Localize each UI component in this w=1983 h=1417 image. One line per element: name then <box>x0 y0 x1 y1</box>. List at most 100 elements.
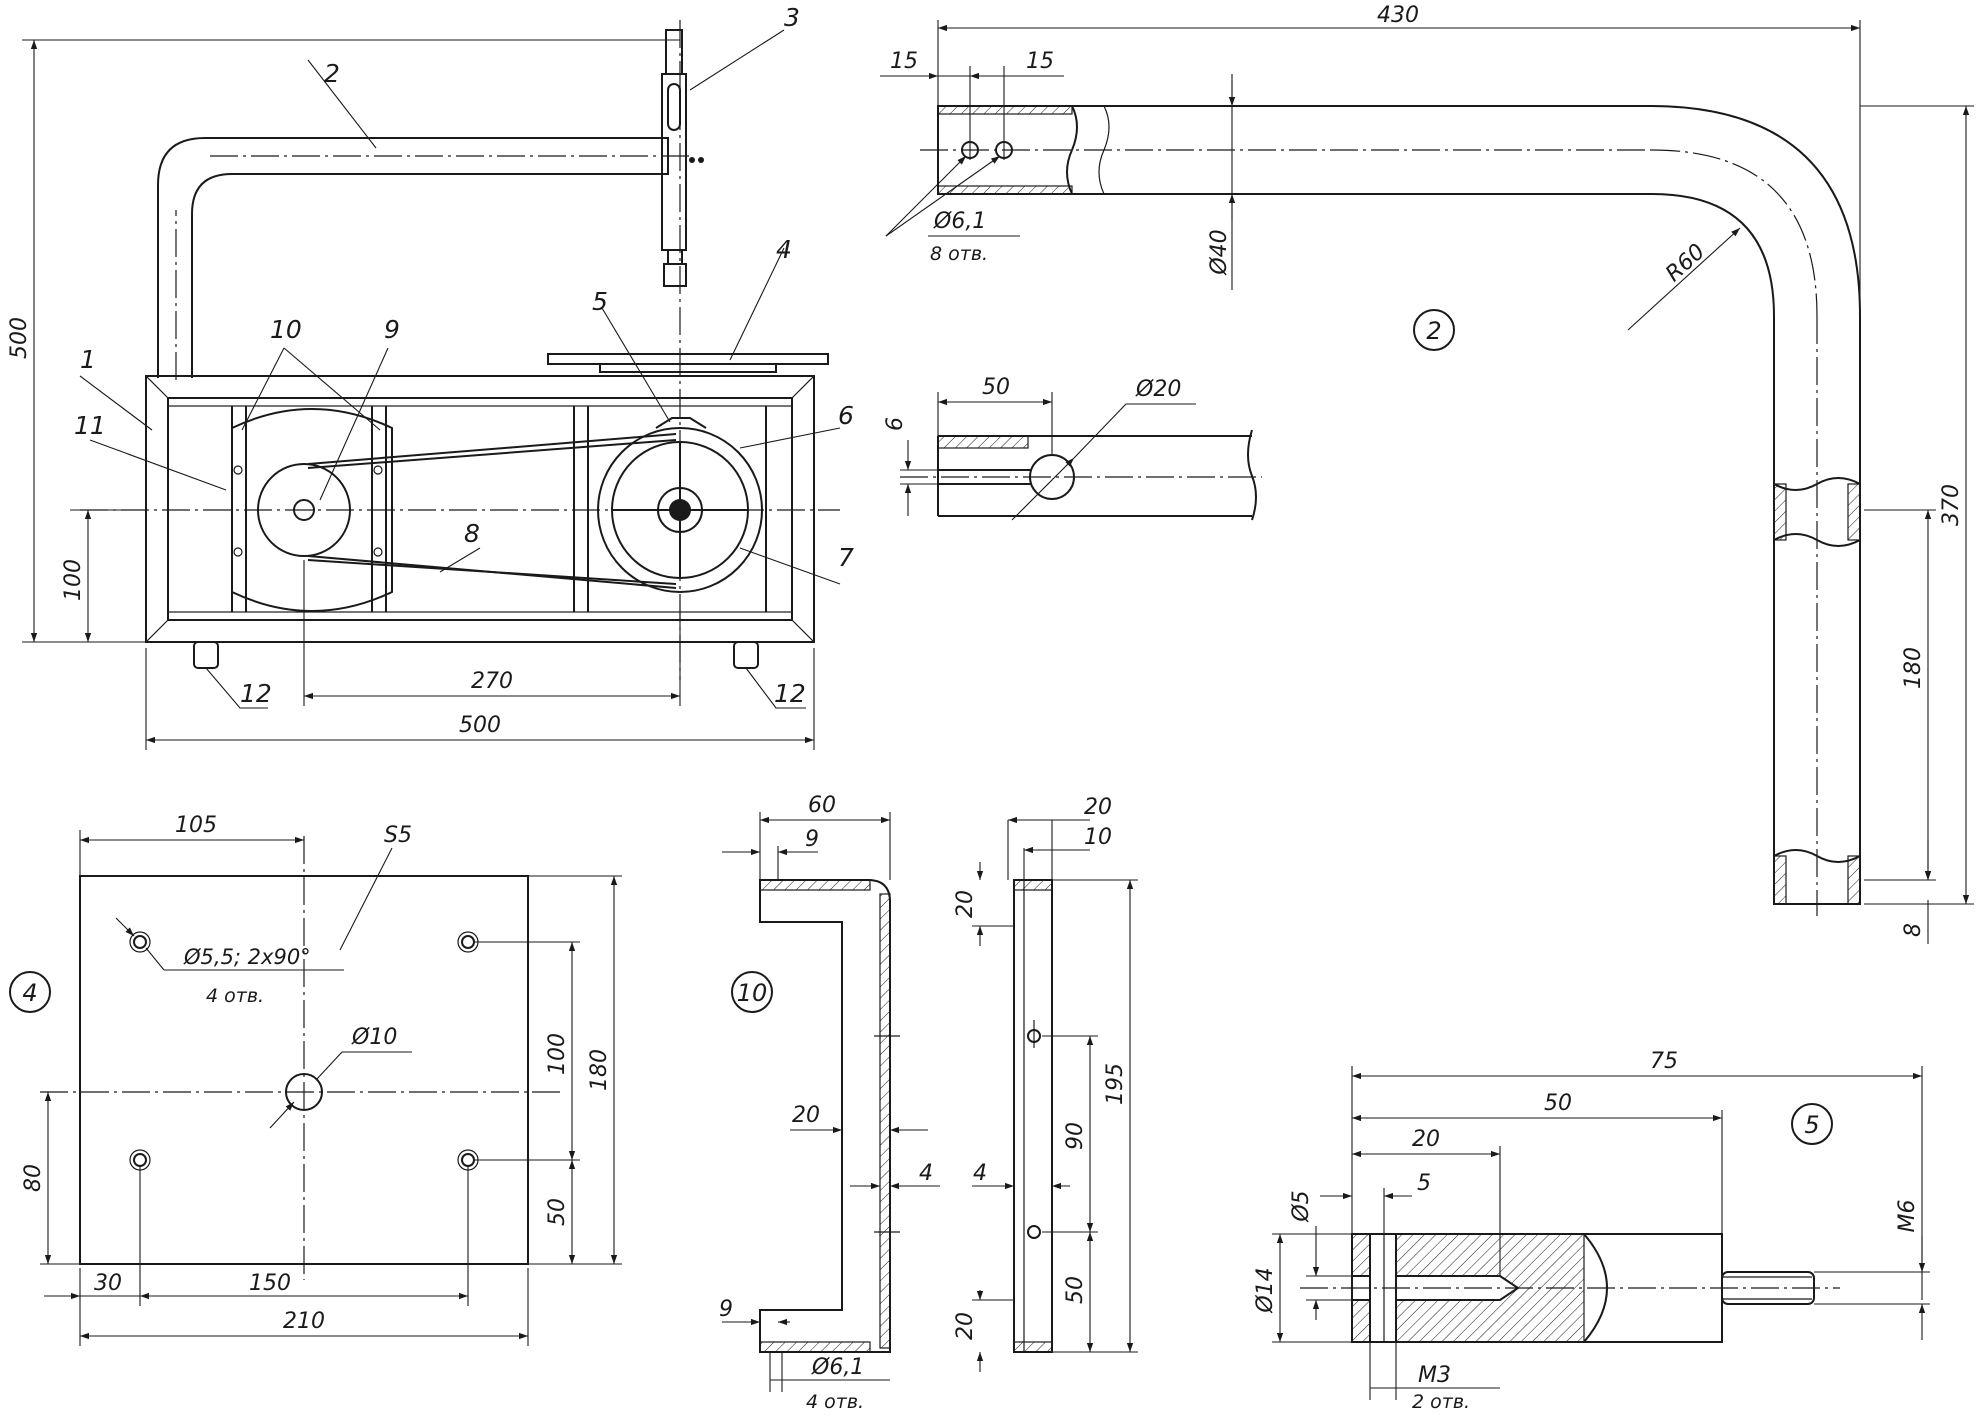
table-plate <box>547 353 829 365</box>
dim-pin-20: 20 <box>1412 1127 1440 1152</box>
dim-assembly-lower: 100 <box>61 559 86 601</box>
part-10-badge-label: 10 <box>737 979 768 1007</box>
holder-bolt <box>698 157 704 163</box>
part-4-view: 4 S5 105 Ø5,5; 2х90° 4 отв. Ø10 100 50 1… <box>9 813 622 1346</box>
bracket-front-strip <box>1013 879 1053 1353</box>
dim-plate-hole-count: 4 отв. <box>206 985 264 1007</box>
dim-pin-diameter: Ø14 <box>1253 1267 1278 1313</box>
tube-outline <box>937 105 1861 905</box>
dim-end-hole-count: 8 отв. <box>930 243 988 265</box>
dim-shaft-span: 270 <box>471 669 513 694</box>
arm-tube-outer <box>157 137 669 378</box>
dim-pin-bore: Ø5 <box>1289 1190 1314 1222</box>
dim-bracket-9: 9 <box>805 827 819 852</box>
callout-4: 4 <box>776 235 792 264</box>
dim-bracket-20: 20 <box>792 1103 820 1128</box>
dim-strip-50: 50 <box>1063 1276 1088 1304</box>
dim-end-b: 15 <box>1026 49 1054 74</box>
dim-slot-hole: Ø20 <box>1135 377 1181 402</box>
dim-pin-m3-count: 2 отв. <box>1412 1391 1470 1412</box>
dim-pin-50: 50 <box>1544 1091 1572 1116</box>
dim-strip-4: 4 <box>973 1161 987 1186</box>
callout-12-right: 12 <box>774 679 806 708</box>
plate-mount-hole <box>133 935 147 949</box>
holder-bolt <box>689 157 695 163</box>
dim-bracket-hole: Ø6,1 <box>811 1355 864 1380</box>
dim-plate-150: 150 <box>249 1271 291 1296</box>
callout-6: 6 <box>838 401 854 430</box>
dim-plate-180: 180 <box>587 1049 612 1091</box>
dim-pin-thread: M6 <box>1895 1200 1920 1233</box>
dim-tube-height: 370 <box>1939 484 1964 526</box>
motor-body <box>231 408 393 612</box>
dim-bracket-4: 4 <box>919 1161 933 1186</box>
dim-pin-75: 75 <box>1650 1049 1678 1074</box>
dim-tube-diameter: Ø40 <box>1207 229 1232 275</box>
part-2-badge-label: 2 <box>1426 317 1441 345</box>
dim-tube-bottom: 8 <box>1901 923 1926 937</box>
dim-plate-hole: Ø5,5; 2х90° <box>183 945 311 969</box>
dim-plate-80: 80 <box>21 1164 46 1192</box>
callout-2: 2 <box>324 59 340 88</box>
part-10-view: 10 60 9 20 4 9 Ø6,1 4 отв. <box>719 793 1138 1413</box>
dim-plate-half: 105 <box>175 813 217 838</box>
slot-cut <box>938 469 1036 485</box>
dim-strip-20b: 20 <box>953 1312 978 1340</box>
callout-1: 1 <box>80 345 96 374</box>
bracket-hole <box>1027 1225 1041 1239</box>
dim-strip-195: 195 <box>1103 1063 1128 1105</box>
crank-guide <box>655 417 707 429</box>
dim-end-hole: Ø6,1 <box>933 209 986 234</box>
foot-left <box>193 641 219 669</box>
belt-top <box>307 433 677 465</box>
holder-clamp <box>663 263 687 287</box>
dim-plate-210: 210 <box>283 1309 325 1334</box>
dim-bracket-hole-count: 4 отв. <box>806 1391 864 1412</box>
dim-strip-10: 10 <box>1084 825 1112 850</box>
break-line <box>1066 105 1078 195</box>
dim-plate-50: 50 <box>545 1198 570 1226</box>
dim-end-a: 15 <box>890 49 918 74</box>
table-support <box>599 364 777 373</box>
dim-plate-100: 100 <box>545 1033 570 1075</box>
part-5-view: 5 75 50 20 5 Ø5 Ø14 M6 M3 2 отв. <box>1253 1049 1930 1413</box>
dim-plate-thickness: S5 <box>384 823 412 848</box>
holder-body <box>661 73 687 251</box>
assembly-view: 2 3 4 5 1 10 9 11 6 7 8 12 12 500 100 27… <box>7 3 854 750</box>
callout-12-left: 12 <box>240 679 272 708</box>
part-5-badge-label: 5 <box>1804 1111 1819 1139</box>
dim-bracket-60: 60 <box>808 793 836 818</box>
dim-pin-m3: M3 <box>1418 1363 1451 1388</box>
callout-5: 5 <box>592 287 608 316</box>
part-10-badge <box>731 971 773 1013</box>
part-4-badge-label: 4 <box>22 979 37 1007</box>
dim-assembly-width: 500 <box>459 713 501 738</box>
dim-slot-width: 6 <box>883 417 908 431</box>
dim-bracket-9b: 9 <box>719 1297 733 1322</box>
holder-slot <box>667 83 681 131</box>
callout-9: 9 <box>384 315 400 344</box>
dim-tube-lower: 180 <box>1901 647 1926 689</box>
callout-8: 8 <box>464 519 480 548</box>
foot-right <box>733 641 759 669</box>
dim-slot-depth: 50 <box>982 375 1010 400</box>
dim-strip-90: 90 <box>1063 1122 1088 1150</box>
dim-assembly-height: 500 <box>7 317 32 359</box>
dim-plate-center-hole: Ø10 <box>351 1025 397 1050</box>
plate-mount-hole <box>461 935 475 949</box>
dim-plate-30: 30 <box>94 1271 122 1296</box>
callout-11: 11 <box>74 411 106 440</box>
plate-mount-hole <box>133 1153 147 1167</box>
dim-strip-20: 20 <box>1084 795 1112 820</box>
callout-7: 7 <box>838 543 854 572</box>
part-4-badge <box>9 971 51 1013</box>
slot-detail-view: 50 Ø20 6 <box>883 375 1262 521</box>
frame-outer <box>145 375 815 643</box>
bracket-side-outline <box>759 879 891 1353</box>
callout-10: 10 <box>270 315 302 344</box>
dim-bend-radius: R60 <box>1661 239 1710 287</box>
plate-center-hole <box>285 1073 323 1111</box>
dim-pin-5: 5 <box>1417 1171 1431 1196</box>
